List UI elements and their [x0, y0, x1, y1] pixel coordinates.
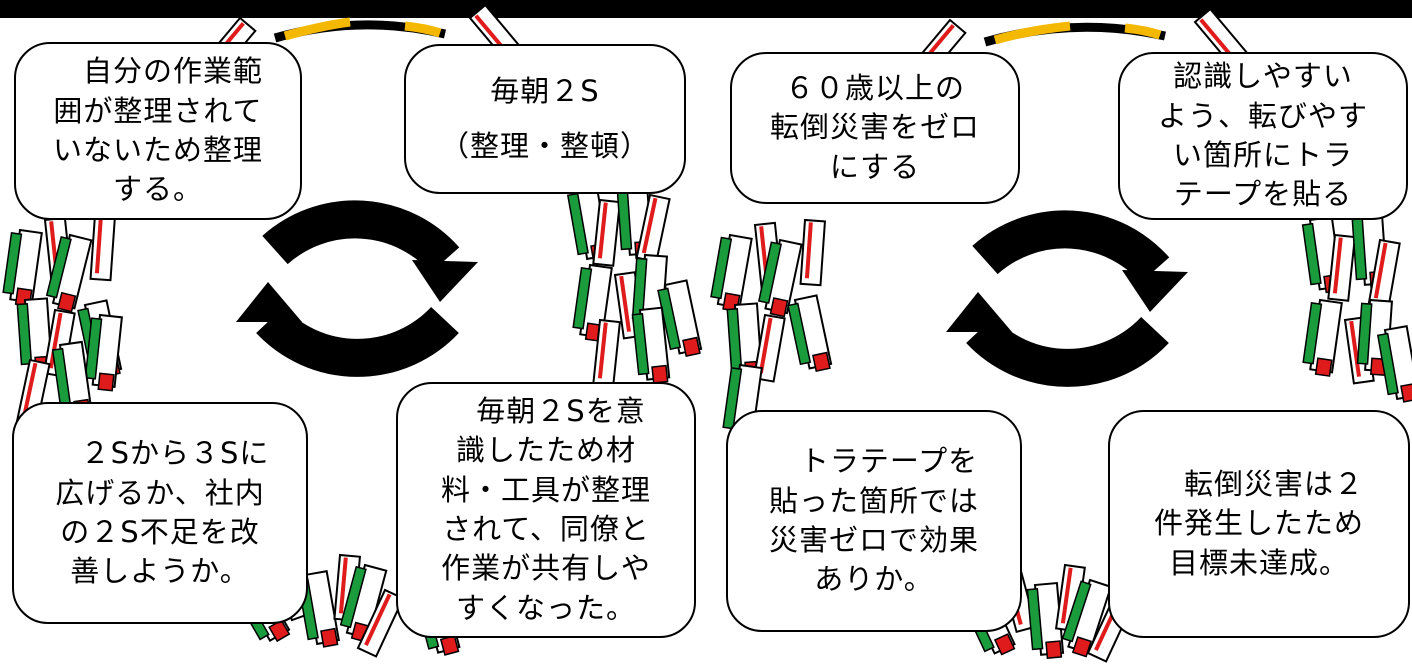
left-do-text: 毎朝２S （整理・整頓）: [439, 73, 650, 163]
left-act-text: ２Sから３Sに 広げるか、社内 の２S不足を改 善しようか。: [55, 436, 270, 589]
left-top-rope: [273, 17, 447, 43]
right-do-text: 認識しやすい よう、転びやす い箇所にトラ テープを貼る: [1157, 59, 1368, 212]
left-act-box: ２Sから３Sに 広げるか、社内 の２S不足を改 善しようか。: [12, 402, 308, 624]
left-left-tassels: [0, 214, 123, 428]
left-plan-text: 自分の作業範 囲が整理されて いないため整理 する。: [52, 54, 263, 207]
left-plan-box: 自分の作業範 囲が整理されて いないため整理 する。: [14, 42, 302, 220]
top-black-bar: [0, 0, 1412, 18]
right-left-tassels: [708, 219, 833, 443]
left-check-box: 毎朝２Sを意 識したため材 料・工具が整理 されて、同僚と 作業が共有しや すく…: [396, 382, 696, 638]
right-act-box: トラテープを 貼った箇所では 災害ゼロで効果 ありか。: [726, 410, 1022, 632]
right-right-tassels: [1300, 212, 1412, 406]
left-check-text: 毎朝２Sを意 識したため材 料・工具が整理 されて、同僚と 作業が共有しや すく…: [440, 393, 651, 625]
right-check-box: 転倒災害は２ 件発生したため 目標未達成。: [1108, 410, 1410, 638]
right-plan-box: ６０歳以上の 転倒災害をゼロ にする: [730, 52, 1020, 204]
right-top-rope: [983, 21, 1166, 47]
right-check-text: 転倒災害は２ 件発生したため 目標未達成。: [1153, 466, 1364, 580]
left-right-tassels: [566, 182, 703, 387]
right-do-box: 認識しやすい よう、転びやす い箇所にトラ テープを貼る: [1118, 52, 1408, 220]
right-act-text: トラテープを 貼った箇所では 災害ゼロで効果 ありか。: [768, 444, 979, 597]
left-cycle-arrows: [236, 200, 478, 377]
right-plan-text: ６０歳以上の 転倒災害をゼロ にする: [769, 70, 980, 184]
left-do-box: 毎朝２S （整理・整頓）: [404, 44, 686, 194]
right-cycle-arrows: [946, 210, 1188, 387]
